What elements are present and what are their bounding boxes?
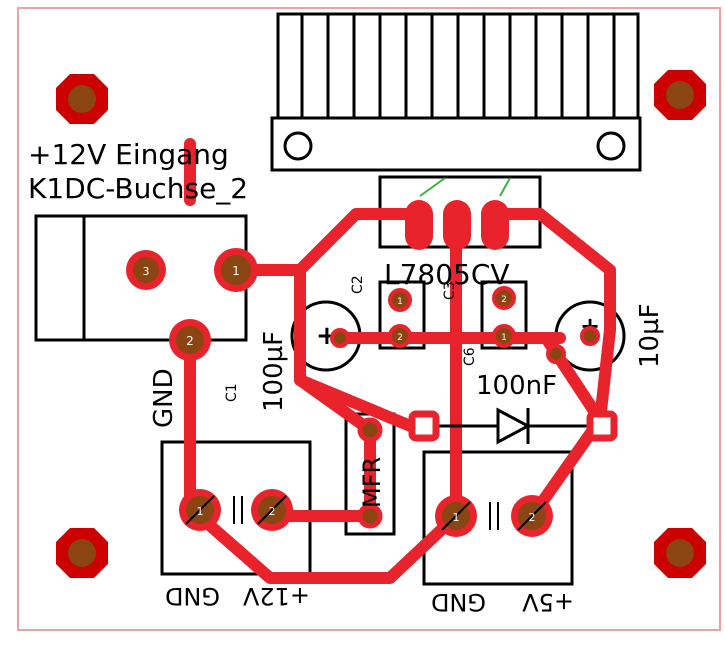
svg-text:2: 2 — [269, 505, 276, 518]
svg-text:1: 1 — [501, 333, 507, 343]
heatsink — [270, 12, 642, 172]
title-line-1: +12V Eingang — [28, 138, 229, 171]
terminal-right-outline — [422, 450, 574, 586]
pad-mfr-1 — [357, 417, 383, 443]
label-gnd-left: GND — [149, 368, 179, 428]
pad-cap-b-1: 1 — [492, 324, 516, 348]
label-mfr: MFR — [358, 457, 386, 508]
label-c-vert-a: C2 — [350, 275, 366, 294]
pad-mfr-2 — [357, 503, 383, 529]
regulator-label: L7805CV — [384, 258, 510, 291]
cap-a-outline — [378, 280, 426, 350]
mount-hole-top-right — [654, 70, 706, 120]
pad-terminal-right-1: 1 — [435, 495, 477, 537]
label-c1-value: 100µF — [259, 331, 289, 412]
label-cfr: C6 — [462, 347, 478, 366]
svg-text:3: 3 — [143, 265, 150, 278]
pad-elcap-left — [330, 328, 350, 348]
label-terminal-left-gnd: GND — [165, 582, 220, 610]
svg-text:1: 1 — [397, 297, 403, 307]
label-c3-value: 100nF — [476, 371, 557, 401]
label-terminal-right-gnd: GND — [431, 588, 486, 616]
svg-text:1: 1 — [197, 505, 204, 518]
pad-cap-a-2: 2 — [388, 324, 412, 348]
pad-jack-3: 3 — [126, 250, 166, 290]
pad-cap-b-2: 2 — [492, 286, 516, 310]
mount-hole-bottom-left — [56, 528, 108, 578]
label-c2-value: 10µF — [635, 303, 665, 368]
svg-text:2: 2 — [397, 333, 403, 343]
pad-terminal-right-2: 2 — [511, 495, 553, 537]
svg-text:1: 1 — [453, 511, 460, 524]
label-c-vert-b: C3 — [442, 281, 458, 300]
pad-elcap-right — [546, 326, 600, 364]
pad-terminal-left-2: 2 — [251, 489, 293, 531]
mount-hole-top-left — [56, 74, 108, 124]
label-c1: C1 — [224, 383, 240, 402]
svg-text:2: 2 — [529, 511, 536, 524]
pad-jack-2: 2 — [169, 319, 211, 361]
pad-jack-1: 1 — [214, 248, 258, 292]
pad-cap-a-1: 1 — [388, 288, 412, 312]
svg-text:2: 2 — [186, 334, 194, 348]
diode-symbol — [496, 407, 532, 445]
terminal-left-outline — [160, 440, 312, 576]
label-terminal-right-5v: +5V — [522, 588, 574, 616]
pad-terminal-left-1: 1 — [179, 489, 221, 531]
svg-text:1: 1 — [232, 264, 240, 278]
title-line-2: K1DC-Buchse_2 — [28, 172, 248, 205]
mount-hole-bottom-right — [654, 528, 706, 578]
label-terminal-left-12v: +12V — [242, 582, 310, 610]
svg-text:2: 2 — [501, 295, 507, 305]
